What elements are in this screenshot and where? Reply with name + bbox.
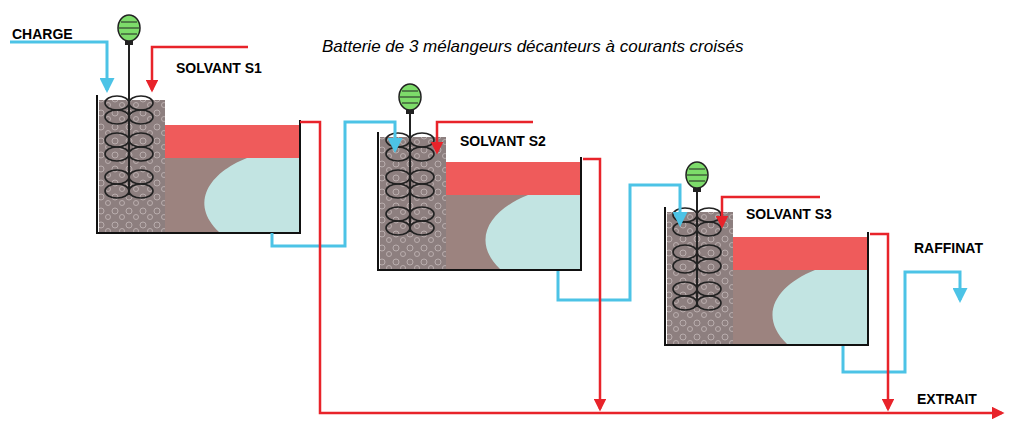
diagram-title: Batterie de 3 mélangeurs décanteurs à co… (322, 38, 743, 56)
stream-label: RAFFINAT (914, 239, 983, 257)
mixer-settler-2 (378, 122, 581, 270)
stream-label-holder: SOLVANT S2 (460, 132, 546, 150)
shaft (128, 45, 130, 90)
stream-label: SOLVANT S1 (176, 59, 262, 77)
raffinate-stream (558, 185, 680, 300)
stream-label-holder: RAFFINAT (914, 239, 983, 257)
stream-label: CHARGE (12, 25, 73, 43)
raffinate-stream (843, 272, 960, 372)
stream-label-holder: SOLVANT S1 (176, 59, 262, 77)
feed-stream (10, 42, 107, 90)
motor (118, 15, 140, 45)
motor (399, 84, 421, 114)
stream-label-holder: SOLVANT S3 (746, 205, 832, 223)
stream-label: SOLVANT S3 (746, 205, 832, 223)
shaft (409, 114, 411, 125)
stream-label: EXTRAIT (917, 390, 977, 408)
extract-stream (870, 234, 888, 409)
raffinate-stream (272, 122, 395, 246)
mixer-settler-1 (97, 85, 300, 233)
extract-stream (583, 159, 600, 409)
stream-label: SOLVANT S2 (460, 132, 546, 150)
diagram-title-holder: Batterie de 3 mélangeurs décanteurs à co… (322, 38, 743, 56)
stream-label-holder: EXTRAIT (917, 390, 977, 408)
shaft (696, 192, 698, 200)
stream-label-holder: CHARGE (12, 25, 73, 43)
motor (686, 162, 708, 192)
extract-stream (300, 122, 1002, 413)
mixer-settler-3 (665, 197, 868, 345)
